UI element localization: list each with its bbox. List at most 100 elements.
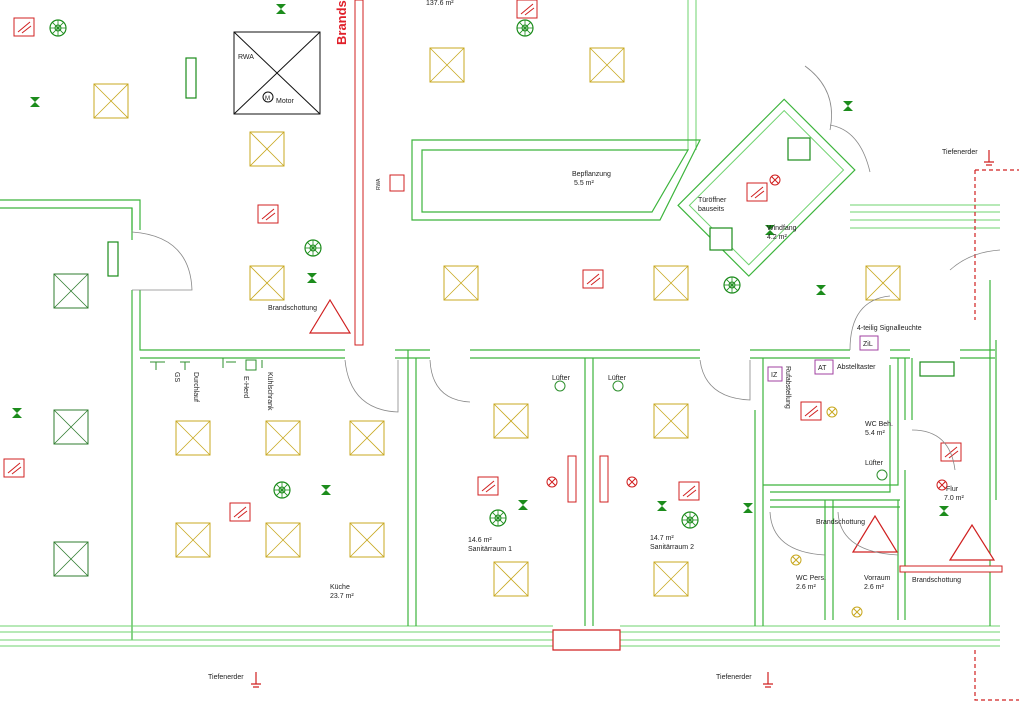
vorraum-area: 2.6 m²	[864, 584, 885, 591]
smoke-detector	[582, 269, 604, 289]
smoke-detector	[3, 458, 25, 478]
smoke-detector	[229, 502, 251, 522]
outlet-symbols	[546, 174, 948, 491]
exit-sign-icon	[919, 361, 955, 377]
san1-name: Sanitärraum 1	[468, 546, 512, 553]
green-lamps	[53, 273, 89, 577]
san2-name: Sanitärraum 2	[650, 544, 694, 551]
signal-text: 4-teilig Signalleuchte	[857, 325, 922, 332]
ceiling-lamp	[443, 265, 479, 301]
ceiling-lamp	[175, 522, 211, 558]
smoke-detector	[477, 476, 499, 496]
signal-box	[859, 335, 879, 351]
tueroeffner-2: bauseits	[698, 206, 725, 213]
ceiling-lamp	[265, 420, 301, 456]
emergency-light-icon	[30, 97, 40, 107]
wcbeh-area: 5.4 m²	[865, 430, 886, 437]
exit-sign-icon	[107, 241, 119, 277]
smoke-detector	[800, 401, 822, 421]
exit-sign-icon	[787, 137, 811, 161]
smoke-detector	[257, 204, 279, 224]
tiefenerder-2: Tiefenerder	[208, 674, 244, 681]
smoke-detector	[678, 481, 700, 501]
outdoor-lamp	[53, 273, 89, 309]
signal-code: ZiL	[863, 341, 873, 348]
kitchen-eq-durchlauf: Durchlauf	[192, 372, 199, 402]
ceiling-lamp	[865, 265, 901, 301]
smoke-detectors	[3, 0, 962, 522]
brandschottung-3: Brandschottung	[912, 577, 961, 584]
ceiling-lamp	[429, 47, 465, 83]
wcbeh-name: WC Beh.	[865, 421, 893, 428]
emergency-light-icon	[307, 273, 317, 283]
fire-wall	[354, 0, 364, 346]
doors	[131, 65, 1001, 556]
ceiling-lamp	[653, 403, 689, 439]
wcpers-area: 2.6 m²	[796, 584, 817, 591]
emergency-light-icon	[276, 4, 286, 14]
rwa-motor-box	[233, 31, 321, 115]
smoke-detector	[746, 182, 768, 202]
kitchen-eq-kuehlschrank: Kühlschrank	[266, 372, 273, 411]
ceiling-lamp	[653, 561, 689, 597]
top-area-label: 137.6 m²	[426, 0, 454, 7]
exit-sign-icon	[185, 57, 197, 99]
rwa-small: RWA	[376, 178, 382, 190]
outdoor-lamp	[53, 409, 89, 445]
wcbeh-luefter: Lüfter	[865, 460, 884, 467]
kitchen-eq-eherd: E-Herd	[242, 376, 249, 398]
round-fixture-icon	[681, 511, 699, 529]
round-fixture-icon	[489, 509, 507, 527]
emergency-light-icon	[843, 101, 853, 111]
round-fixture-icon	[273, 481, 291, 499]
mirror-light-1	[567, 455, 577, 503]
abstelltaster-text: Abstelltaster	[837, 364, 876, 371]
ground-symbols	[251, 150, 994, 688]
kueche-name: Küche	[330, 584, 350, 591]
emergency-light-icon	[321, 485, 331, 495]
windfang-area: 4.2 m²	[767, 234, 788, 241]
emergency-light-icon	[518, 500, 528, 510]
mirror-light-2	[599, 455, 609, 503]
ceiling-lamp	[93, 83, 129, 119]
motor-symbol: M	[265, 96, 270, 102]
round-fixture-icon	[516, 19, 534, 37]
fan-symbols	[554, 380, 888, 481]
ceiling-lamp	[349, 522, 385, 558]
ceiling-lamps	[93, 47, 901, 597]
abstelltaster-box	[814, 359, 834, 375]
smoke-detector	[516, 0, 538, 19]
emergency-light-icon	[765, 225, 775, 235]
planter	[411, 139, 701, 221]
wcpers-name: WC Pers.	[796, 575, 826, 582]
ceiling-lamp	[653, 265, 689, 301]
bepflanzung-area: 5.5 m²	[574, 180, 595, 187]
round-fixture-icon	[723, 276, 741, 294]
smoke-detector	[940, 442, 962, 462]
exit-sign-icon	[709, 227, 733, 251]
flur-name: Flur	[946, 486, 959, 493]
san1-luefter: Lüfter	[552, 375, 571, 382]
vertical-label: Brands	[334, 0, 349, 45]
flur-area: 7.0 m²	[944, 495, 965, 502]
round-fixture-icon	[49, 19, 67, 37]
san2-area: 14.7 m²	[650, 535, 674, 542]
fire-seal-symbols	[308, 298, 1003, 573]
san2-luefter: Lüfter	[608, 375, 627, 382]
emergency-light-icon	[12, 408, 22, 418]
ceiling-lamp	[265, 522, 301, 558]
tueroeffner-1: Türöffner	[698, 197, 727, 204]
windfang-name: Windfang	[767, 225, 797, 232]
motor-label: Motor	[276, 98, 295, 105]
abstelltaster-code: AT	[818, 365, 827, 372]
ceiling-lamp	[589, 47, 625, 83]
round-fixture-icon	[304, 239, 322, 257]
vorraum-name: Vorraum	[864, 575, 891, 582]
emergency-light-icon	[743, 503, 753, 513]
kitchen-eq-gs: GS	[173, 372, 180, 382]
ceiling-lamp	[493, 403, 529, 439]
ceiling-lamp	[249, 265, 285, 301]
tiefenerder-1: Tiefenerder	[942, 149, 978, 156]
rufabstellung-text: Rufabstellung	[784, 366, 791, 409]
